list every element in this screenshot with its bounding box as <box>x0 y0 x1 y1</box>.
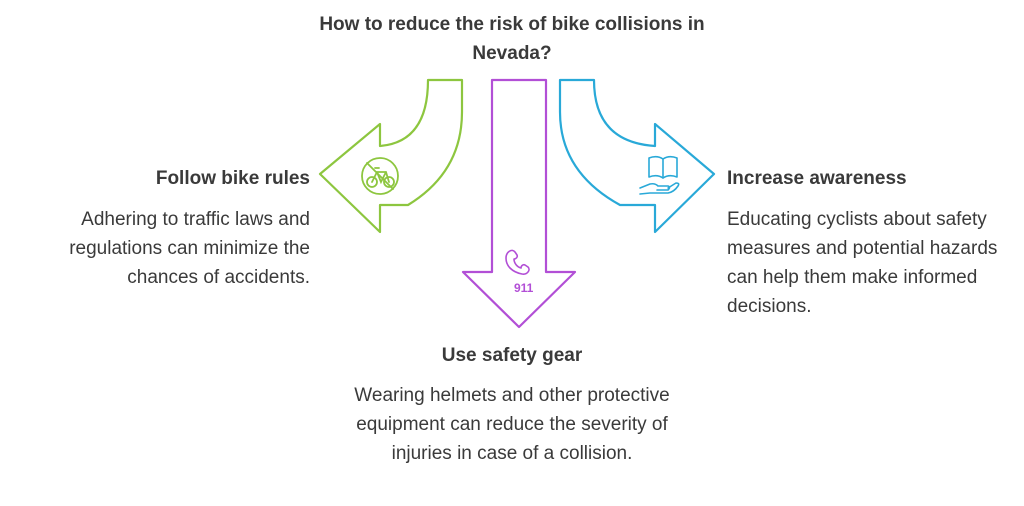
no-bicycle-icon <box>361 157 399 195</box>
branch-description-increase-awareness: Educating cyclists about safety measures… <box>727 209 998 317</box>
book-in-hand-icon <box>639 155 680 195</box>
right-arrow <box>558 78 716 234</box>
phone-911-icon: 911 <box>505 249 534 295</box>
center-arrow <box>461 78 577 329</box>
branch-heading-follow-bike-rules: Follow bike rules <box>155 168 310 189</box>
branch-heading-use-safety-gear: Use safety gear <box>441 345 583 366</box>
branch-heading-increase-awareness: Increase awareness <box>727 168 907 189</box>
diagram-title: How to reduce the risk of bike collision… <box>319 14 705 64</box>
branch-description-use-safety-gear: Wearing helmets and other protective equ… <box>354 385 670 464</box>
icon-911-label: 911 <box>514 281 534 295</box>
left-arrow <box>318 78 464 234</box>
branch-description-follow-bike-rules: Adhering to traffic laws and regulations… <box>69 209 310 288</box>
